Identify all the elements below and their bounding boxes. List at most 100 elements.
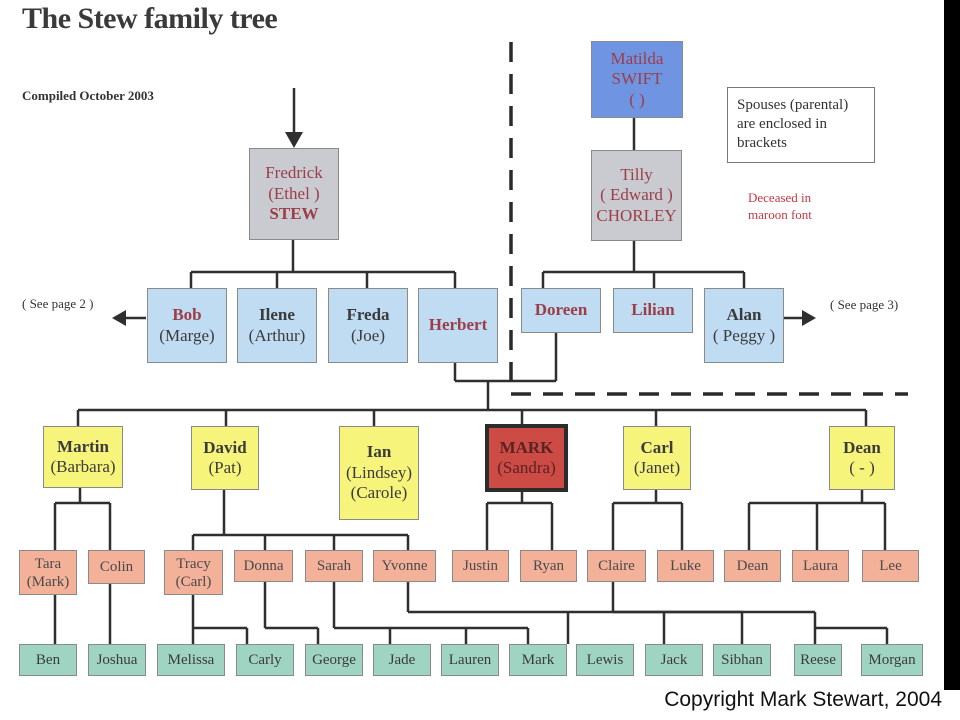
person-name: Yvonne [381, 558, 428, 574]
person-donna[interactable]: Donna [234, 550, 293, 582]
person-name: Alan [726, 305, 762, 325]
person-name: Lauren [448, 652, 492, 668]
person-sibhan[interactable]: Sibhan [713, 644, 771, 676]
person-justin[interactable]: Justin [452, 550, 509, 582]
person-dean[interactable]: Dean ( - ) [829, 426, 895, 490]
person-mark-grandchild[interactable]: Mark [509, 644, 567, 676]
person-name: George [312, 652, 356, 668]
person-george[interactable]: George [305, 644, 363, 676]
person-name: Joshua [96, 652, 138, 668]
see-page-2-link[interactable]: ( See page 2 ) [22, 296, 94, 311]
person-name: Martin [57, 436, 109, 456]
deceased-note-line-2: maroon font [748, 206, 812, 222]
person-fredrick-stew[interactable]: Fredrick (Ethel ) STEW [249, 148, 339, 240]
person-tara[interactable]: Tara (Mark) [19, 550, 77, 595]
person-spouse: (Carl) [175, 573, 212, 590]
person-luke[interactable]: Luke [657, 550, 714, 582]
person-doreen[interactable]: Doreen [521, 288, 601, 333]
person-name: Reese [800, 652, 836, 668]
person-herbert[interactable]: Herbert [418, 288, 498, 363]
person-jade[interactable]: Jade [373, 644, 431, 676]
person-laura[interactable]: Laura [792, 550, 849, 582]
person-surname: SWIFT [611, 69, 663, 89]
person-lauren[interactable]: Lauren [441, 644, 499, 676]
person-name: Colin [99, 559, 134, 575]
legend-line-1: Spouses (parental) [737, 97, 849, 113]
person-joshua[interactable]: Joshua [88, 644, 146, 676]
person-lee[interactable]: Lee [862, 550, 919, 582]
person-ben[interactable]: Ben [19, 644, 77, 676]
person-name: Freda [346, 305, 390, 325]
person-alan[interactable]: Alan ( Peggy ) [704, 288, 784, 363]
person-melissa[interactable]: Melissa [157, 644, 225, 676]
person-name: Bob [172, 305, 202, 325]
person-spouse: ( Edward ) [600, 185, 673, 205]
person-bob[interactable]: Bob (Marge) [147, 288, 227, 363]
person-tilly-chorley[interactable]: Tilly ( Edward ) CHORLEY [591, 150, 682, 241]
person-name: Morgan [868, 652, 916, 668]
person-spouse: (Barbara) [50, 457, 116, 476]
person-name: Herbert [428, 315, 488, 335]
person-jack[interactable]: Jack [645, 644, 703, 676]
person-carly[interactable]: Carly [236, 644, 294, 676]
person-name: Ryan [532, 558, 565, 574]
person-freda[interactable]: Freda (Joe) [328, 288, 408, 363]
person-name: Donna [243, 558, 284, 574]
person-name: Claire [598, 558, 635, 574]
person-claire[interactable]: Claire [587, 550, 646, 582]
person-name: Carl [640, 437, 674, 457]
person-lewis[interactable]: Lewis [576, 644, 634, 676]
person-ian[interactable]: Ian (Lindsey) (Carole) [339, 426, 419, 520]
person-name: Sibhan [721, 652, 763, 668]
person-matilda-swift[interactable]: Matilda SWIFT ( ) [591, 41, 683, 118]
right-edge-bar [944, 0, 960, 690]
person-spouse: ( - ) [849, 458, 875, 477]
person-name: Mark [521, 652, 555, 668]
person-spouse: (Joe) [351, 325, 385, 345]
person-ilene[interactable]: Ilene (Arthur) [237, 288, 317, 363]
person-spouse: (Mark) [26, 573, 70, 590]
person-spouse: (Lindsey) [345, 462, 413, 482]
deceased-note: Deceased in maroon font [748, 190, 812, 224]
see-page-3-link[interactable]: ( See page 3) [830, 297, 899, 312]
person-carl[interactable]: Carl (Janet) [623, 426, 691, 490]
person-sarah[interactable]: Sarah [305, 550, 363, 582]
legend-box: Spouses (parental) are enclosed in brack… [727, 87, 875, 163]
person-dean-junior[interactable]: Dean [724, 550, 781, 582]
person-name: MARK [499, 437, 554, 457]
person-spouse: ( ) [629, 89, 645, 109]
person-yvonne[interactable]: Yvonne [373, 550, 436, 582]
person-name: Dean [843, 437, 881, 457]
person-name: Ian [366, 442, 392, 462]
person-tracy[interactable]: Tracy (Carl) [164, 550, 223, 595]
person-name: Melissa [167, 652, 215, 668]
person-spouse-2: (Carole) [350, 483, 408, 503]
person-name: Lilian [631, 300, 675, 320]
person-name: Jack [660, 652, 688, 668]
copyright-notice: Copyright Mark Stewart, 2004 [664, 688, 942, 711]
person-surname: STEW [269, 204, 319, 224]
person-name: Matilda [610, 48, 664, 68]
person-spouse: (Ethel ) [268, 183, 320, 203]
person-mark-highlighted[interactable]: MARK (Sandra) [485, 424, 568, 492]
person-david[interactable]: David (Pat) [191, 426, 259, 490]
person-name: Ben [35, 652, 61, 668]
person-spouse: ( Peggy ) [712, 325, 776, 345]
person-colin[interactable]: Colin [88, 550, 145, 584]
person-ryan[interactable]: Ryan [520, 550, 577, 582]
person-name: Ilene [259, 305, 295, 325]
person-name: Justin [462, 558, 498, 574]
compiled-date: Compiled October 2003 [22, 88, 154, 103]
person-name: Tilly [620, 164, 653, 184]
person-name: Doreen [534, 300, 588, 320]
person-spouse: (Pat) [208, 458, 242, 477]
person-morgan[interactable]: Morgan [861, 644, 923, 676]
person-name: David [203, 437, 247, 457]
person-name: Dean [736, 558, 769, 574]
person-martin[interactable]: Martin (Barbara) [43, 426, 123, 488]
person-reese[interactable]: Reese [794, 644, 842, 676]
person-name: Tara [34, 555, 62, 572]
person-name: Lee [879, 558, 902, 574]
person-lilian[interactable]: Lilian [613, 288, 693, 333]
